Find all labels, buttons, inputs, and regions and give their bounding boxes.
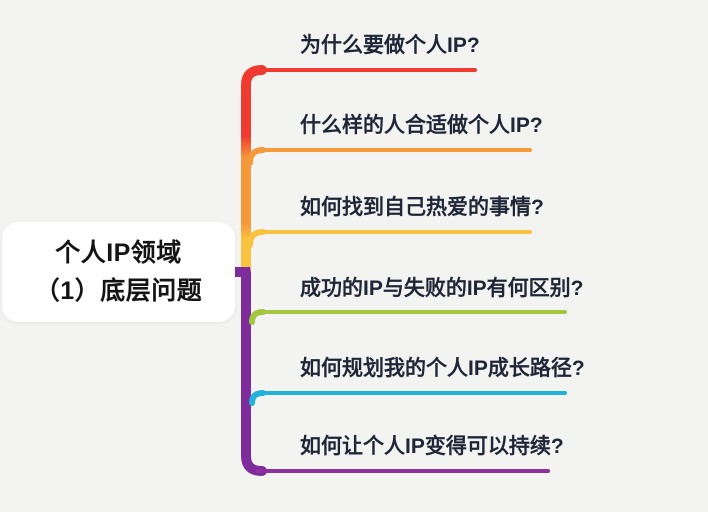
branch-topic-5[interactable]: 如何规划我的个人IP成长路径? <box>300 357 585 380</box>
branch-topic-6[interactable]: 如何让个人IP变得可以持续? <box>300 435 564 458</box>
branch-topic-1[interactable]: 为什么要做个人IP? <box>300 34 480 57</box>
branch-topic-3[interactable]: 如何找到自己热爱的事情? <box>300 196 544 219</box>
central-topic-node[interactable]: 个人IP领域 （1）底层问题 <box>2 222 235 322</box>
central-topic-title-line2: （1）底层问题 <box>34 277 203 305</box>
branch-topic-4[interactable]: 成功的IP与失败的IP有何区别? <box>300 277 584 300</box>
central-topic-title-line1: 个人IP领域 <box>55 239 182 267</box>
branch-topic-2[interactable]: 什么样的人合适做个人IP? <box>300 114 543 137</box>
